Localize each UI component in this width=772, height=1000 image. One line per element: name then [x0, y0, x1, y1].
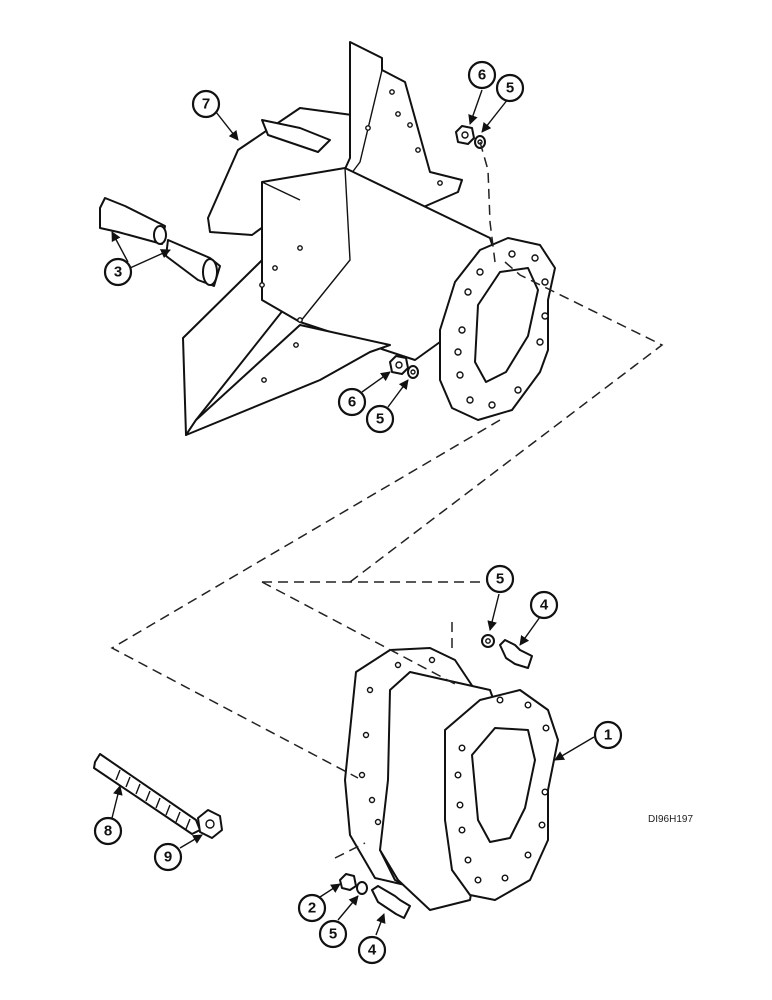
callout-5-bottom: 5 — [318, 919, 348, 949]
front-opening — [471, 727, 536, 843]
drawing-reference: DI96H197 — [648, 814, 693, 825]
upper-fasteners — [389, 125, 486, 379]
svg-text:5: 5 — [506, 80, 514, 97]
callout-1: 1 — [593, 720, 623, 750]
bolt-lower — [371, 885, 411, 919]
svg-text:8: 8 — [104, 823, 112, 840]
svg-text:6: 6 — [348, 394, 356, 411]
svg-text:9: 9 — [164, 849, 172, 866]
bolt-upper — [499, 639, 533, 669]
svg-text:3: 3 — [114, 264, 122, 281]
bracket-holes — [259, 89, 443, 383]
callout-9: 9 — [153, 842, 183, 872]
svg-text:1: 1 — [604, 727, 612, 744]
svg-text:5: 5 — [496, 571, 504, 588]
callout-4-lower-top: 4 — [529, 590, 559, 620]
svg-text:6: 6 — [478, 67, 486, 84]
adapter-housing — [344, 647, 559, 911]
callout-leaders — [111, 89, 595, 936]
callout-6-mid: 6 — [337, 387, 367, 417]
svg-text:4: 4 — [368, 942, 377, 959]
adapter-holes — [358, 656, 550, 884]
callout-2: 2 — [297, 893, 327, 923]
svg-text:4: 4 — [540, 597, 549, 614]
callout-8: 8 — [93, 816, 123, 846]
assembly-lines — [110, 141, 664, 859]
callout-5-mid: 5 — [365, 404, 395, 434]
top-tab — [261, 119, 331, 153]
callout-6-top: 6 — [467, 60, 497, 90]
splined-shafts — [99, 197, 221, 287]
callout-4-bottom: 4 — [357, 935, 387, 965]
callout-3: 3 — [103, 257, 133, 287]
support-housing-assembly — [182, 41, 556, 436]
callout-5-lower-top: 5 — [485, 564, 515, 594]
svg-text:2: 2 — [308, 900, 316, 917]
callout-5-top: 5 — [495, 73, 525, 103]
lower-fasteners — [339, 634, 533, 919]
hex-nut — [197, 809, 223, 839]
callout-7: 7 — [191, 89, 221, 119]
svg-text:7: 7 — [202, 96, 210, 113]
lower-plate — [185, 324, 391, 436]
flange-opening — [474, 267, 539, 383]
flange-holes — [454, 250, 549, 409]
svg-text:5: 5 — [376, 411, 384, 428]
svg-text:5: 5 — [329, 926, 337, 943]
